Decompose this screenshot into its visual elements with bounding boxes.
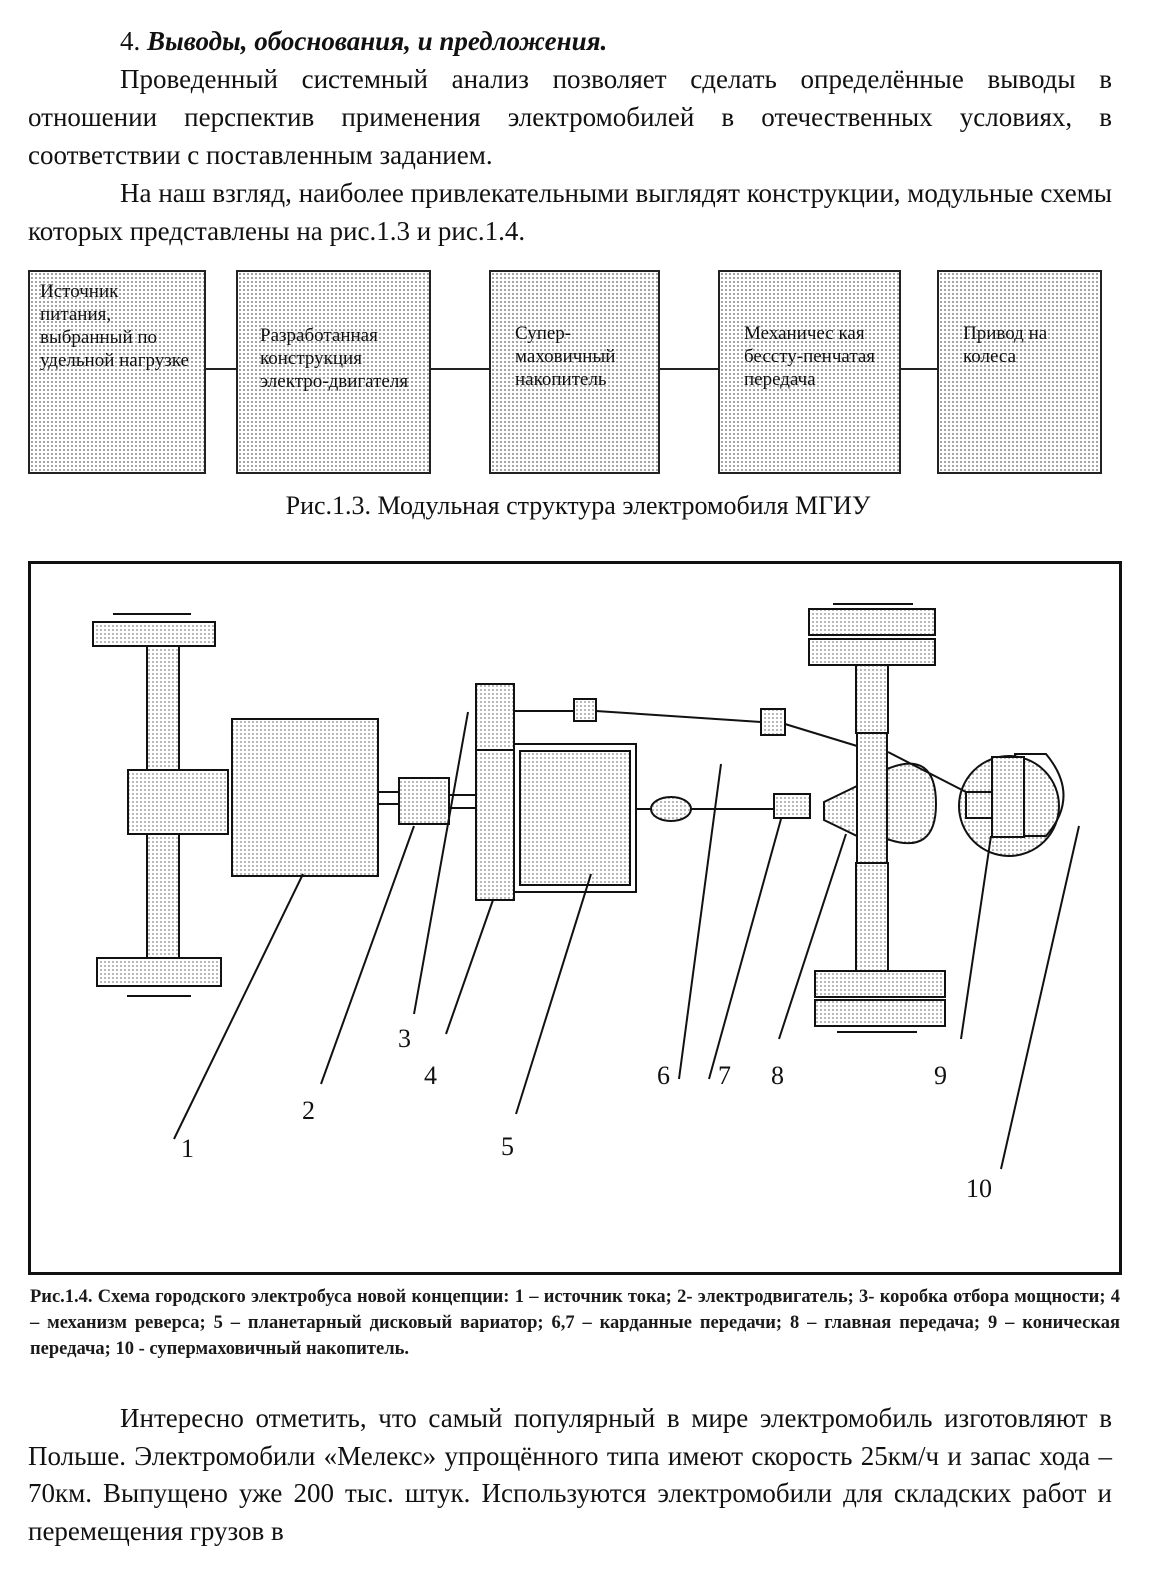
section-title: Выводы, обоснования, и предложения. (147, 26, 608, 56)
label-2: 2 (302, 1096, 315, 1125)
section-heading: 4. Выводы, обоснования, и предложения. (120, 22, 607, 60)
label-9: 9 (934, 1061, 947, 1090)
section-number: 4. (120, 26, 141, 56)
connector-line (431, 368, 489, 370)
figure-1-4-caption: Рис.1.4. Схема городского электробуса но… (30, 1287, 1120, 1359)
label-7: 7 (718, 1061, 731, 1090)
connector-line (206, 368, 236, 370)
label-10: 10 (966, 1174, 992, 1203)
figure-1-3-caption: Рис.1.3. Модульная структура электромоби… (285, 491, 871, 520)
paragraph-analysis: Проведенный системный анализ позволяет с… (28, 64, 1112, 170)
paragraph-designs: На наш взгляд, наиболее привлекательными… (28, 178, 1112, 246)
label-5: 5 (501, 1132, 514, 1161)
connector-line (660, 368, 718, 370)
paragraph-melex: Интересно отметить, что самый популярный… (28, 1403, 1112, 1546)
block-flywheel-storage: Супер-маховичный накопитель (489, 270, 660, 474)
bus-scheme-drawing: 1 2 3 4 5 6 7 8 9 10 (92, 603, 1080, 1203)
label-8: 8 (771, 1061, 784, 1090)
block-electric-motor: Разработанная конструкция электро-двигат… (236, 270, 431, 474)
block-cvt-transmission: Механичес кая бессту-пенчатая передача (718, 270, 901, 474)
label-1: 1 (181, 1134, 194, 1163)
module-structure-diagram: Источник питания, выбранный по удельной … (28, 270, 1148, 474)
block-wheel-drive: Привод на колеса (937, 270, 1102, 474)
label-3: 3 (398, 1024, 411, 1053)
connector-line (901, 368, 937, 370)
label-6: 6 (657, 1061, 670, 1090)
label-4: 4 (424, 1061, 437, 1090)
block-power-source: Источник питания, выбранный по удельной … (28, 270, 206, 474)
bus-scheme-figure: 1 2 3 4 5 6 7 8 9 10 (28, 561, 1122, 1275)
